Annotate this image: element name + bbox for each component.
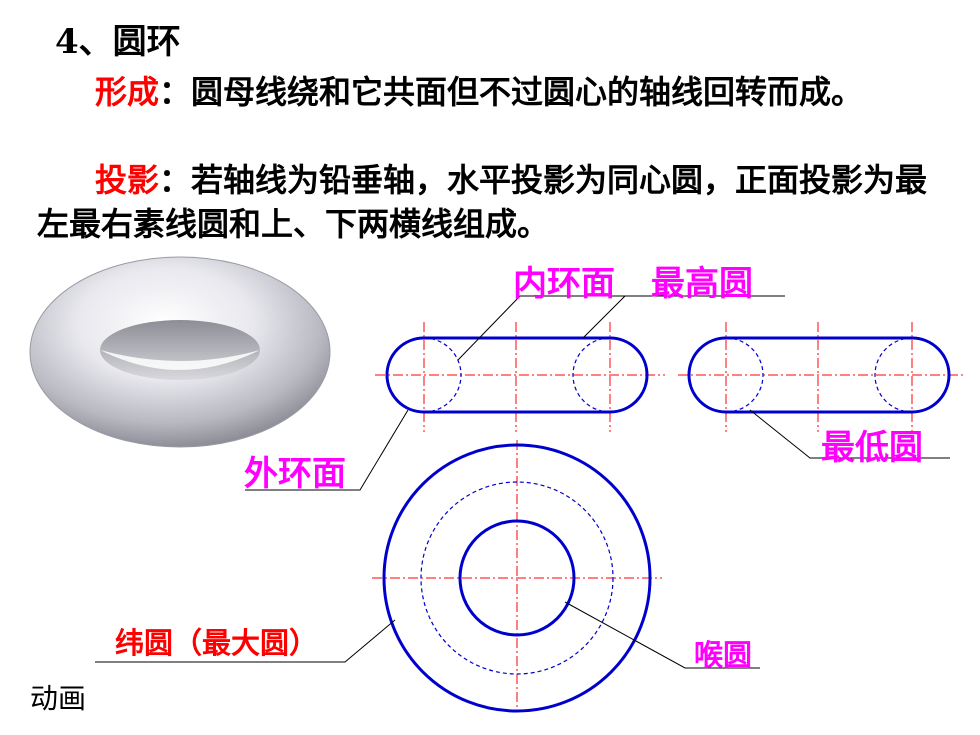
leader-inner-surface [457,295,625,361]
projection-text: ：若轴线为铅垂轴，水平投影为同心圆，正面投影为最左最右素线圆和上、下两横线组成。 [37,161,928,243]
label-outer-surface: 外环面 [244,454,346,494]
formation-label: 形成 [95,73,160,111]
torus-3d-image [29,256,331,448]
torus-hole [100,320,260,380]
front-view-right [678,322,965,432]
front-view-outline-2 [687,336,951,414]
label-bottom-circle: 最低圆 [821,428,923,468]
leader-top-circle [582,295,785,339]
leader-bottom-circle [749,409,950,459]
leader-outer-surface [245,409,409,491]
leader-lines [95,295,950,669]
leader-throat-circle [564,601,760,669]
label-throat-circle: 喉圆 [694,638,753,672]
label-latitude-circle: 纬圆（最大圆） [115,626,319,660]
label-inner-surface: 内环面 [513,264,615,304]
center-circle [420,481,614,675]
front-view-left [375,322,665,432]
front-view-outline [385,336,649,414]
leader-latitude-circle [95,619,396,663]
inner-circle [458,519,576,637]
projection-label: 投影 [95,161,160,199]
projection-paragraph: 投影：若轴线为铅垂轴，水平投影为同心圆，正面投影为最左最右素线圆和上、下两横线组… [37,158,947,246]
outer-circle [382,443,652,713]
formation-paragraph: 形成：圆母线绕和它共面但不过圆心的轴线回转而成。 [37,70,947,114]
top-view [372,440,662,713]
section-title: 4、圆环 [55,22,181,62]
animation-link[interactable]: 动画 [30,682,87,715]
label-top-circle: 最高圆 [651,264,753,304]
formation-text: ：圆母线绕和它共面但不过圆心的轴线回转而成。 [159,73,864,111]
